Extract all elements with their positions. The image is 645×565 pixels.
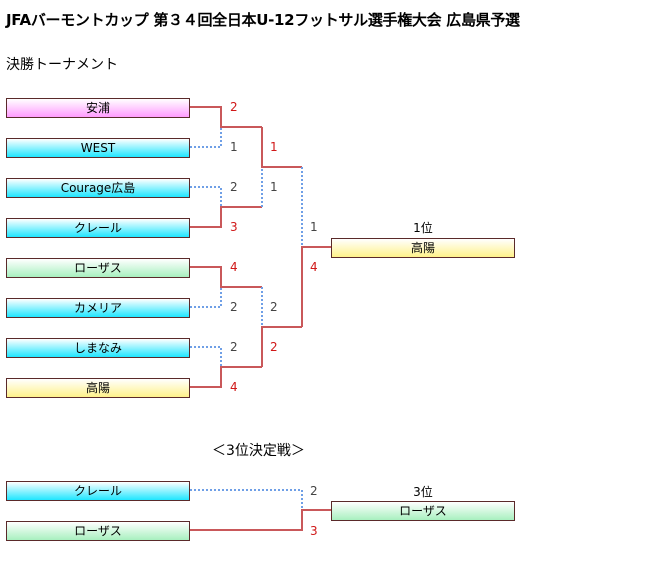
page-title: JFAバーモントカップ 第３４回全日本U-12フットサル選手権大会 広島県予選 — [6, 11, 520, 29]
team-box-west: WEST — [6, 138, 190, 158]
third-rank-label: 3位 — [413, 485, 433, 499]
score-r1-camellia: 2 — [230, 300, 238, 314]
team-box-koyo: 高陽 — [6, 378, 190, 398]
score-r1-rosas: 4 — [230, 260, 238, 274]
score-final-koyo: 4 — [310, 260, 318, 274]
line-final-koyo — [301, 246, 332, 327]
line-r1-shimanami — [190, 346, 222, 367]
line-r1-camellia — [190, 287, 222, 308]
third-team-box-creer: クレール — [6, 481, 190, 501]
line-r1-courage — [190, 186, 222, 207]
score-r2-rosas: 2 — [270, 300, 278, 314]
third-winner-box: ローザス — [331, 501, 515, 521]
bracket-subtitle: 決勝トーナメント — [6, 57, 118, 73]
score-r1-shimanami: 2 — [230, 340, 238, 354]
score-r1-creer: 3 — [230, 220, 238, 234]
team-box-courage: Courage広島 — [6, 178, 190, 198]
score-final-anura: 1 — [310, 220, 318, 234]
score-3rd-creer: 2 — [310, 484, 318, 498]
score-r2-anura: 1 — [270, 140, 278, 154]
score-r1-koyo: 4 — [230, 380, 238, 394]
score-r1-anura: 2 — [230, 100, 238, 114]
third-team-box-rosas: ローザス — [6, 521, 190, 541]
team-box-shimanami: しまなみ — [6, 338, 190, 358]
champion-box: 高陽 — [331, 238, 515, 258]
line-r1-rosas — [190, 266, 262, 288]
score-r1-west: 1 — [230, 140, 238, 154]
line-r1-west — [190, 127, 222, 148]
team-box-camellia: カメリア — [6, 298, 190, 318]
champion-rank-label: 1位 — [413, 221, 433, 235]
third-place-heading: ＜3位決定戦＞ — [212, 443, 305, 459]
line-r1-koyo — [190, 366, 262, 388]
line-r2-anura — [261, 127, 302, 168]
line-3rd-rosas — [190, 509, 332, 531]
score-r2-creer: 1 — [270, 180, 278, 194]
score-r1-courage: 2 — [230, 180, 238, 194]
score-3rd-rosas: 3 — [310, 524, 318, 538]
team-box-creer: クレール — [6, 218, 190, 238]
team-box-rosas: ローザス — [6, 258, 190, 278]
score-r2-koyo: 2 — [270, 340, 278, 354]
team-box-anura: 安浦 — [6, 98, 190, 118]
line-r1-anura — [190, 106, 262, 128]
line-3rd-creer — [190, 489, 303, 510]
line-r1-creer — [190, 206, 262, 228]
line-r2-koyo — [261, 326, 302, 367]
